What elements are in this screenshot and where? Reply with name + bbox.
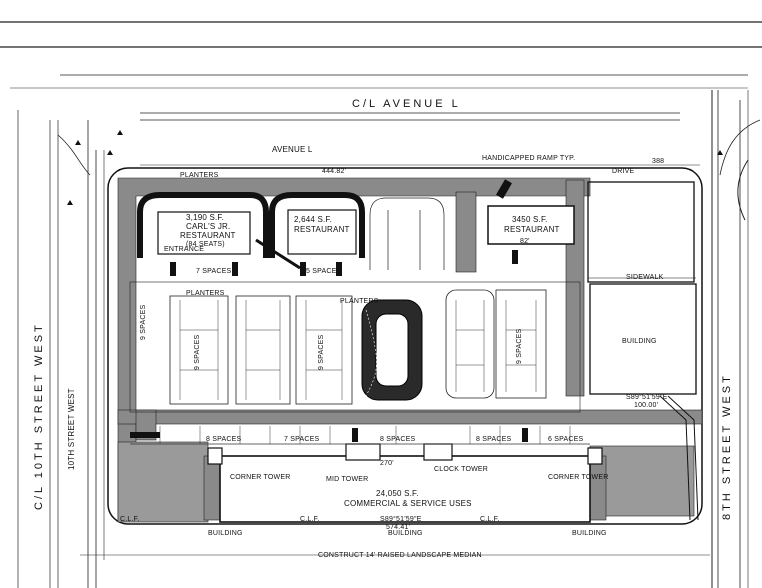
building-small-east: BUILDING (572, 530, 607, 537)
north-dimension: 444.82' (322, 168, 347, 175)
building-small-west: BUILDING (208, 530, 243, 537)
east-building-label: BUILDING (622, 338, 657, 345)
west-street-lines (17, 110, 105, 588)
avenue-label: AVENUE L (272, 145, 313, 154)
corner-tower-west: CORNER TOWER (230, 474, 291, 481)
east-bearing: S89°51'59"E (626, 394, 668, 401)
clf-label-3: C.L.F. (120, 516, 140, 523)
radius-2: 82' (520, 238, 530, 245)
entrance-label: ENTRANCE (164, 246, 205, 253)
main-building-use: COMMERCIAL & SERVICE USES (344, 499, 472, 508)
parking-9-west: 9 SPACES (140, 304, 147, 340)
radius-1: 270' (380, 460, 394, 467)
parking-8-south-2: 8 SPACES (380, 436, 416, 443)
east-street-lines (711, 90, 761, 588)
stall-lines (179, 300, 537, 400)
planters-label-2: PLANTERS (340, 298, 379, 305)
restaurant-2-use: RESTAURANT (294, 225, 350, 234)
drive-label: DRIVE (612, 168, 635, 175)
sidewalk-label: SIDEWALK (626, 274, 664, 281)
restaurant-2-footprint (269, 192, 365, 258)
east-length: 100.00' (634, 402, 659, 409)
corner-tower-east: CORNER TOWER (548, 474, 609, 481)
parking-6-south: 6 SPACES (548, 436, 584, 443)
drive-aisles (117, 177, 703, 523)
parking-9-center-2: 9 SPACES (318, 334, 325, 370)
site-boundary (107, 167, 703, 525)
tenth-centerline-label: C/L 10TH STREET WEST (33, 322, 45, 510)
avenue-centerline-label: C/L AVENUE L (352, 98, 461, 110)
tenth-street-label: 10TH STREET WEST (67, 388, 76, 470)
mid-tower-label: MID TOWER (326, 476, 369, 483)
restaurant-2-area: 2,644 S.F. (294, 215, 333, 224)
tree-symbols (67, 130, 723, 205)
clock-tower-label: CLOCK TOWER (434, 466, 489, 473)
planters-label-1: PLANTERS (186, 290, 225, 297)
restaurant-3-footprint (487, 205, 575, 245)
south-dimension: 574.41' (386, 524, 411, 531)
parking-9-center-3: 9 SPACES (516, 328, 523, 364)
parking-8-south-1: 8 SPACES (206, 436, 242, 443)
carls-seats: (84 SEATS) (186, 241, 225, 248)
planter-blocks (130, 179, 528, 442)
north-parking-bays (369, 197, 445, 270)
eighth-street-label: 8TH STREET WEST (721, 373, 733, 520)
landscape-median-note: CONSTRUCT 14' RAISED LANDSCAPE MEDIAN (318, 552, 482, 559)
parking-5-north: 5 SPACES (306, 268, 342, 275)
restaurant-3-area: 3450 S.F. (512, 215, 548, 224)
main-building-area: 24,050 S.F. (376, 489, 419, 498)
planters-label-3: PLANTERS (180, 172, 219, 179)
drive-thru-loop (361, 299, 423, 401)
carls-name: CARL'S JR. (186, 222, 231, 231)
frontage-dimension: 388 (652, 158, 665, 165)
south-bearing: S89°51'59"E (380, 516, 422, 523)
east-building-footprint (587, 181, 697, 395)
building-small-mid: BUILDING (388, 530, 423, 537)
carls-use: RESTAURANT (180, 231, 236, 240)
handicapped-ramp-label: HANDICAPPED RAMP TYP. (482, 155, 576, 162)
south-parking-stalls (130, 426, 590, 445)
top-border-lines (0, 21, 762, 556)
east-walkway (255, 238, 699, 521)
clf-label-1: C.L.F. (300, 516, 320, 523)
carls-jr-footprint (137, 192, 269, 258)
restaurant-3-use: RESTAURANT (504, 225, 560, 234)
parking-9-center-1: 9 SPACES (194, 334, 201, 370)
central-parking-fields (129, 281, 581, 413)
main-building-footprint (207, 443, 603, 523)
clf-label-2: C.L.F. (480, 516, 500, 523)
parking-8-south-3: 8 SPACES (476, 436, 512, 443)
parking-7-north: 7 SPACES (196, 268, 232, 275)
carls-area: 3,190 S.F. (186, 213, 225, 222)
parking-7-south: 7 SPACES (284, 436, 320, 443)
